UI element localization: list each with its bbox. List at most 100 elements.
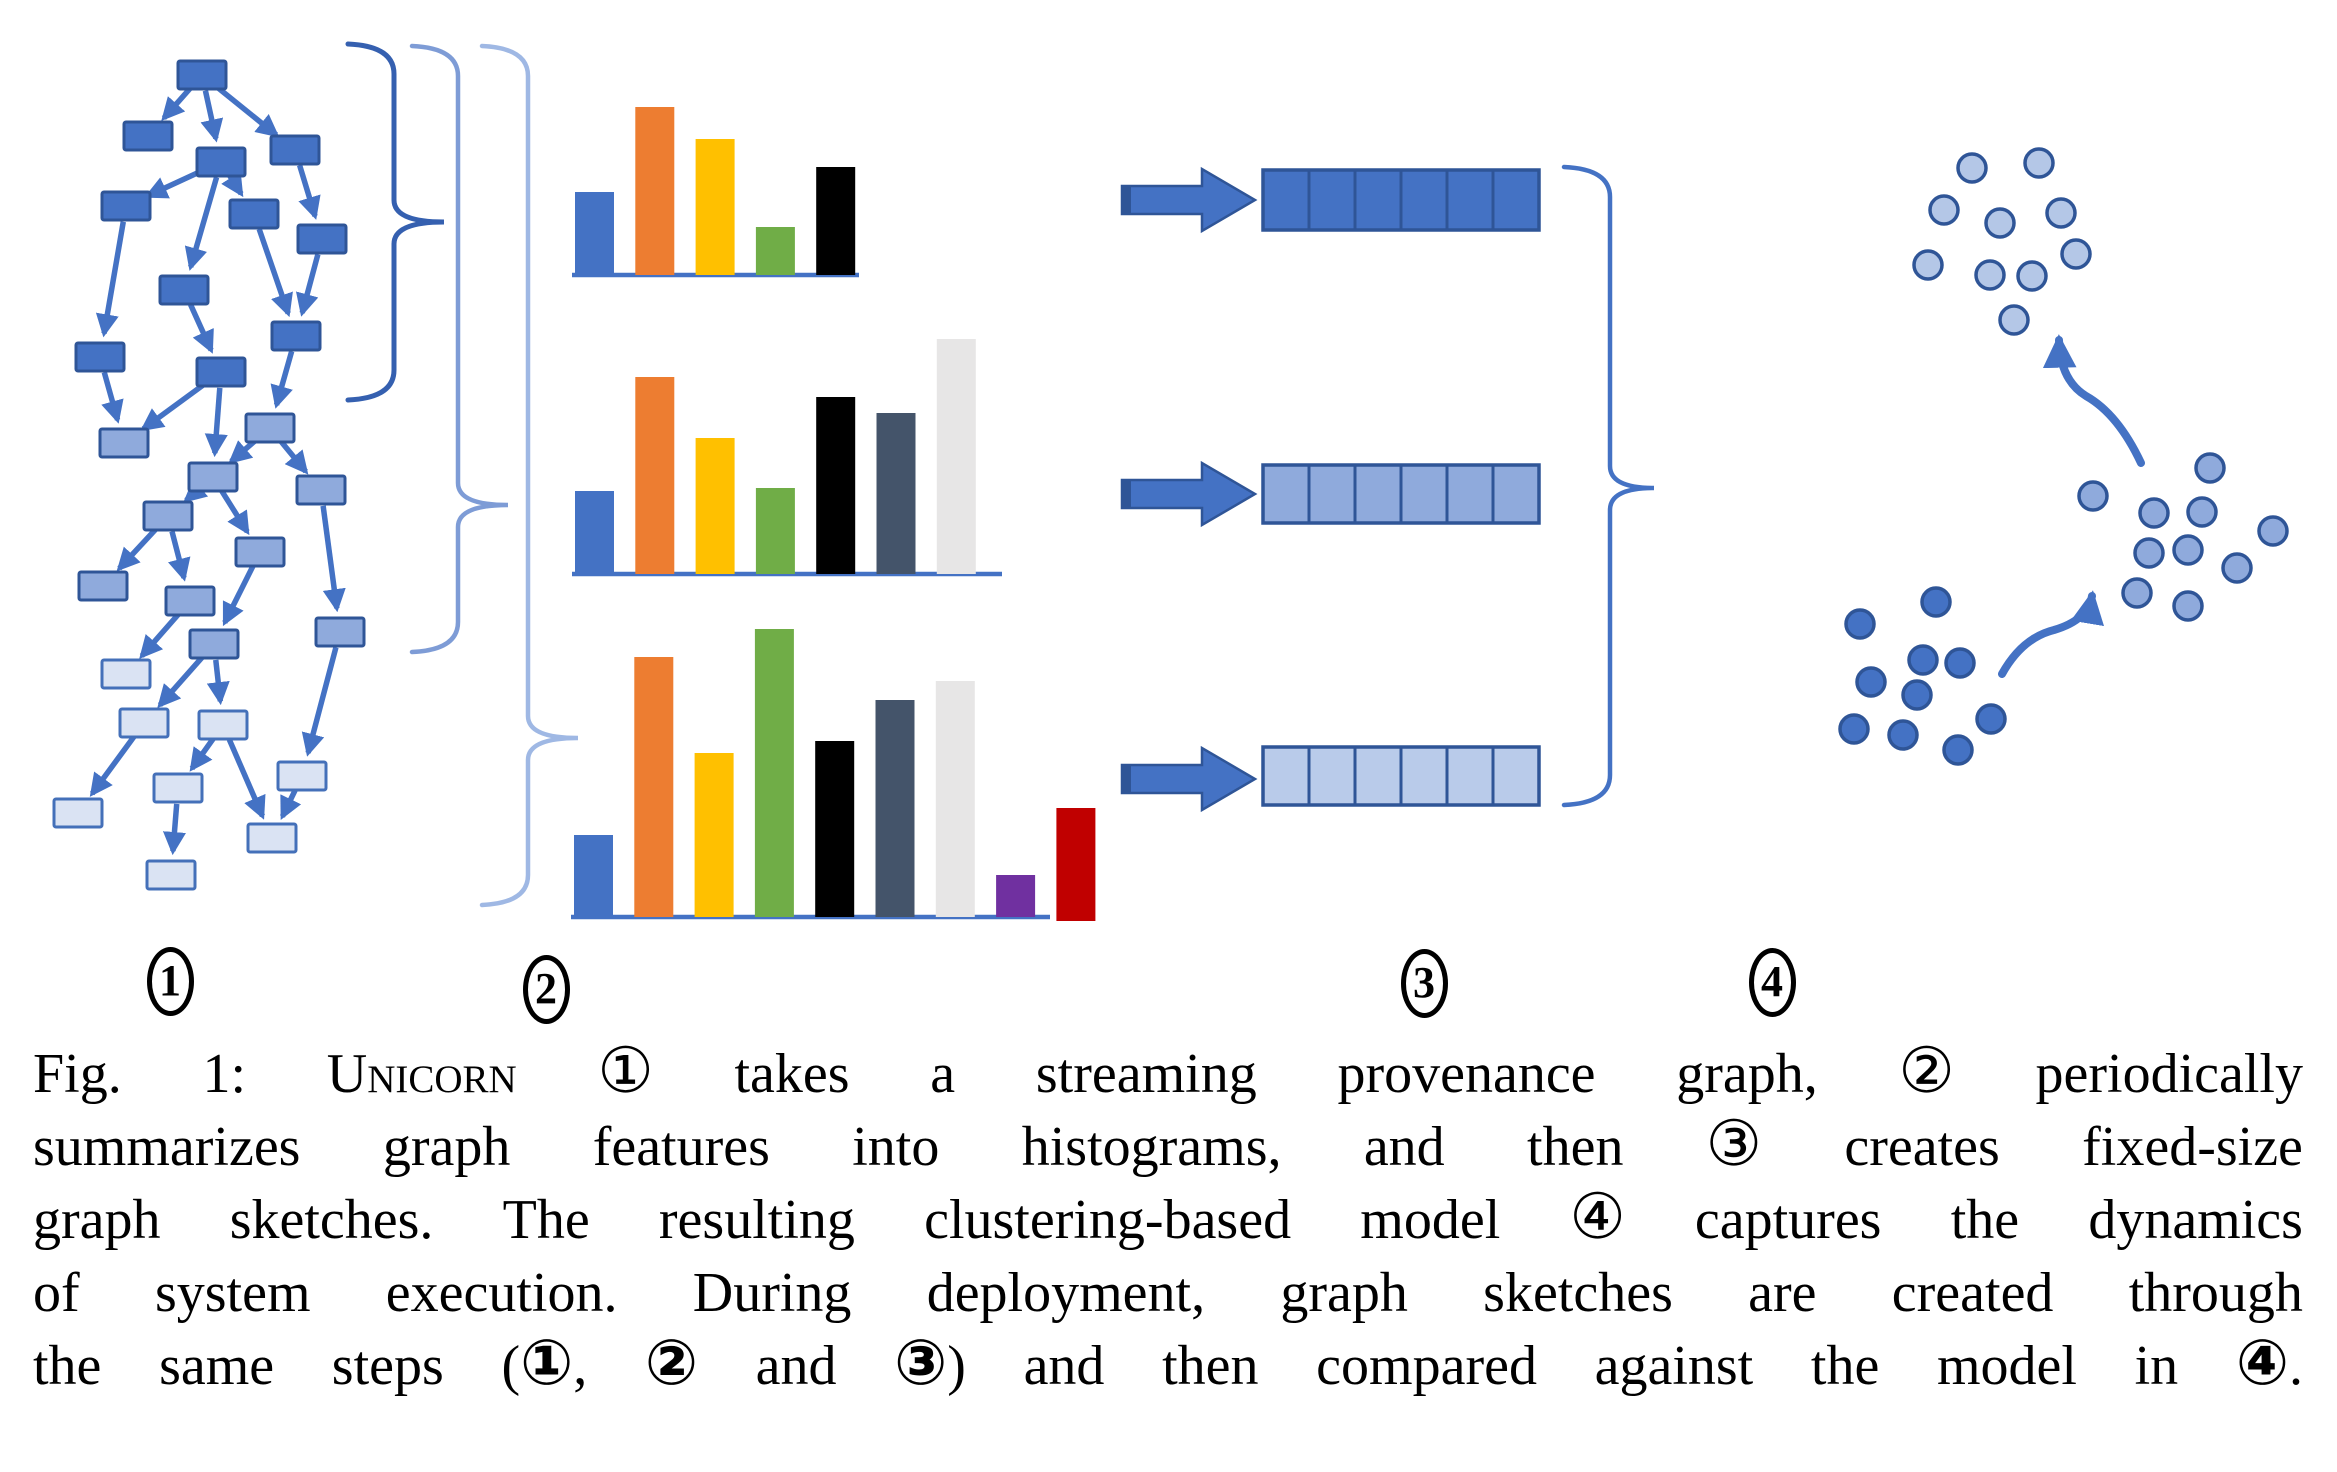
- histogram-bar: [755, 227, 795, 275]
- histogram-3: [571, 629, 1096, 921]
- histogram-bar: [635, 107, 675, 275]
- graph-brace-3: [479, 43, 579, 908]
- cluster-dot: [2060, 238, 2092, 270]
- graph-edge: [161, 85, 194, 122]
- cluster-light: [1912, 147, 2092, 336]
- cluster-dot: [2077, 480, 2109, 512]
- sketch-cell: [1491, 745, 1541, 807]
- arrow-tail-cap: [1122, 186, 1131, 214]
- histogram-1: [572, 107, 859, 278]
- graph-node-light: [276, 760, 328, 792]
- sketch-cell: [1445, 168, 1495, 232]
- histogram-bar: [634, 657, 674, 917]
- histogram-bar: [815, 741, 855, 917]
- graph-edge: [206, 659, 230, 706]
- graph-node-dark: [176, 59, 228, 91]
- curved-arrow-icon: [1998, 590, 2104, 678]
- graph-brace-2: [409, 43, 509, 655]
- histogram-bar: [575, 491, 614, 574]
- graph-edge: [221, 171, 244, 198]
- cluster-dot: [1975, 703, 2007, 735]
- cluster-dot: [1928, 194, 1960, 226]
- histogram-bar: [575, 192, 614, 275]
- histogram-bar: [635, 377, 675, 574]
- cluster-dot: [1855, 666, 1887, 698]
- graph-edge: [95, 221, 126, 338]
- cluster-dot: [2138, 497, 2170, 529]
- sketch-cell: [1261, 745, 1311, 807]
- right-block-arrow-icon: [1120, 745, 1258, 813]
- cluster-dot: [2023, 147, 2055, 179]
- cluster-dot: [1920, 586, 1952, 618]
- graph-node-dark: [296, 223, 348, 255]
- provenance-graph-edges: [89, 82, 346, 856]
- step-label-2: 2: [522, 954, 570, 1024]
- graph-edge: [256, 228, 293, 318]
- histogram-2: [572, 339, 1002, 577]
- cluster-dot: [1844, 608, 1876, 640]
- graph-node-dark: [122, 120, 174, 152]
- graph-node-mid: [295, 474, 347, 506]
- sketch-outline: [1261, 745, 1541, 807]
- graph-edge: [188, 303, 214, 354]
- cluster-dot: [1974, 259, 2006, 291]
- sketch-cell: [1399, 168, 1449, 232]
- sketch-cell: [1353, 745, 1403, 807]
- cluster-dot: [2133, 537, 2165, 569]
- cluster-dot: [1984, 207, 2016, 239]
- graph-node-light: [52, 797, 104, 829]
- sketch-cell: [1307, 168, 1357, 232]
- histogram-bar: [816, 397, 856, 574]
- histogram-bar: [754, 629, 794, 917]
- cluster-dot: [2121, 577, 2153, 609]
- histogram-bar: [695, 139, 735, 275]
- histogram-bar: [755, 488, 795, 574]
- cluster-dot: [2172, 534, 2204, 566]
- arrow-tail-cap: [1122, 765, 1131, 793]
- sketch-cell: [1399, 463, 1449, 525]
- histogram-bar: [875, 700, 915, 917]
- graph-edge: [184, 176, 220, 271]
- cluster-dot: [1944, 647, 1976, 679]
- cluster-dot: [2221, 552, 2253, 584]
- sketch-cell: [1399, 745, 1449, 807]
- histogram-bar: [1056, 808, 1096, 921]
- sketch-flow-arrows: [1120, 166, 1258, 813]
- sketch-cell: [1353, 463, 1403, 525]
- graph-sketch-vector-1: [1261, 168, 1541, 232]
- graph-node-mid: [188, 628, 240, 660]
- graph-node-light: [197, 709, 249, 741]
- sketch-cell: [1261, 463, 1311, 525]
- graph-node-light: [246, 822, 298, 854]
- graph-node-light: [152, 772, 204, 804]
- cluster-dark: [1838, 586, 2007, 766]
- graph-node-dark: [74, 341, 126, 373]
- graph-node-dark: [228, 198, 280, 230]
- histogram-bar: [695, 438, 735, 574]
- cluster-dot: [1912, 249, 1944, 281]
- cluster-dot: [2194, 452, 2226, 484]
- graph-edge: [279, 789, 302, 821]
- graph-edge: [212, 82, 280, 138]
- graph-edge: [297, 164, 321, 220]
- cluster-dot: [1907, 644, 1939, 676]
- graph-brace-1: [345, 41, 445, 403]
- cluster-dot: [1998, 304, 2030, 336]
- curved-arrow-icon: [2042, 334, 2145, 467]
- graph-node-dark: [270, 320, 322, 352]
- graph-node-light: [145, 859, 197, 891]
- graph-edge: [226, 738, 266, 820]
- histogram-bar: [574, 835, 613, 917]
- graph-node-mid: [77, 570, 129, 602]
- sketch-cell: [1491, 168, 1541, 232]
- cluster-dot: [1956, 152, 1988, 184]
- sketch-cell: [1261, 168, 1311, 232]
- right-block-arrow-icon: [1120, 460, 1258, 528]
- graph-edge: [101, 371, 124, 424]
- graph-window-braces: [345, 41, 579, 908]
- graph-edge: [222, 565, 256, 627]
